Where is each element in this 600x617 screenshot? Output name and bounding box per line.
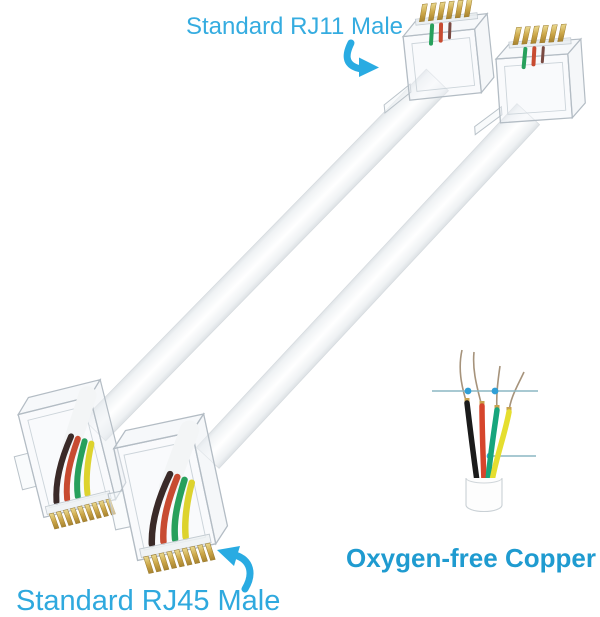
curved-arrow-rj11-icon — [343, 39, 379, 77]
cable-jacket — [465, 477, 503, 513]
callout-line-2 — [486, 452, 536, 460]
insulated-wires — [464, 400, 512, 484]
rj11-label: Standard RJ11 Male — [186, 13, 404, 40]
copper-strands — [459, 349, 525, 413]
wire-crimps — [464, 398, 512, 413]
copper-wire-illustration — [432, 349, 538, 513]
callout-line-1 — [432, 387, 538, 395]
rj45-label: Standard RJ45 Male — [16, 585, 281, 617]
copper-feature-label: Oxygen-free Copper — [346, 543, 596, 573]
curved-arrow-rj45-icon — [217, 546, 254, 593]
